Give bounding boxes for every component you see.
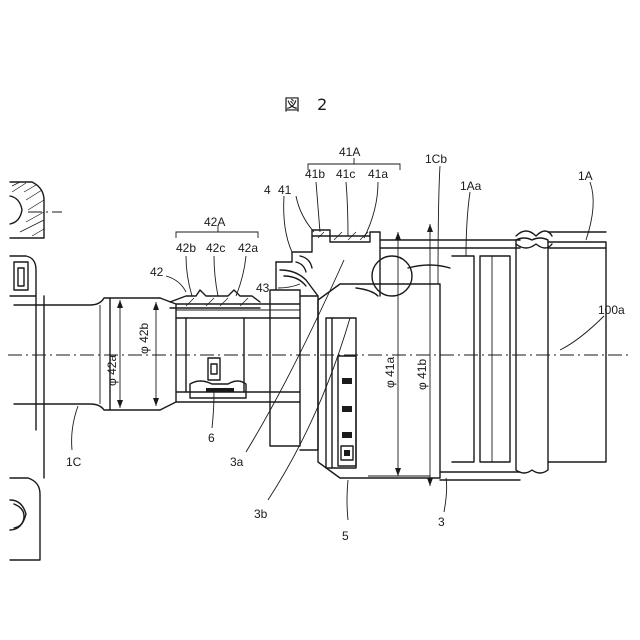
label-42A: 42A	[204, 215, 225, 229]
roller-column-5	[338, 356, 356, 466]
housing-cylinder	[380, 231, 606, 480]
label-3: 3	[438, 515, 445, 529]
label-41A: 41A	[339, 145, 360, 159]
label-1A: 1A	[578, 169, 593, 183]
label-phi41b: φ 41b	[415, 359, 429, 390]
label-5: 5	[342, 529, 349, 543]
label-42a: 42a	[238, 241, 258, 255]
label-42c: 42c	[206, 241, 225, 255]
ball-groove-left	[356, 288, 378, 296]
figure-title: 図 2	[284, 95, 333, 114]
leader-lines	[72, 166, 604, 520]
label-1Cb: 1Cb	[425, 152, 447, 166]
label-1Aa: 1Aa	[460, 179, 482, 193]
ball-element	[372, 256, 412, 296]
label-41a: 41a	[368, 167, 388, 181]
label-42b: 42b	[176, 241, 196, 255]
label-3b: 3b	[254, 507, 268, 521]
seal-42	[170, 290, 260, 392]
label-1C: 1C	[66, 455, 82, 469]
ball-groove-right	[408, 265, 450, 268]
shaft-1C	[14, 298, 300, 410]
bracket-42A	[176, 232, 258, 238]
label-41: 41	[278, 183, 292, 197]
label-3a: 3a	[230, 455, 244, 469]
label-41c: 41c	[336, 167, 355, 181]
hub-flange-left	[10, 182, 44, 560]
label-phi42a: φ 42a	[105, 355, 119, 386]
label-42: 42	[150, 265, 164, 279]
label-phi41a: φ 41a	[383, 357, 397, 388]
label-43: 43	[256, 281, 270, 295]
seal-41	[276, 230, 380, 296]
label-100a: 100a	[598, 303, 625, 317]
label-41b: 41b	[305, 167, 325, 181]
label-4: 4	[264, 183, 271, 197]
label-phi42b: φ 42b	[137, 323, 151, 354]
label-6: 6	[208, 431, 215, 445]
